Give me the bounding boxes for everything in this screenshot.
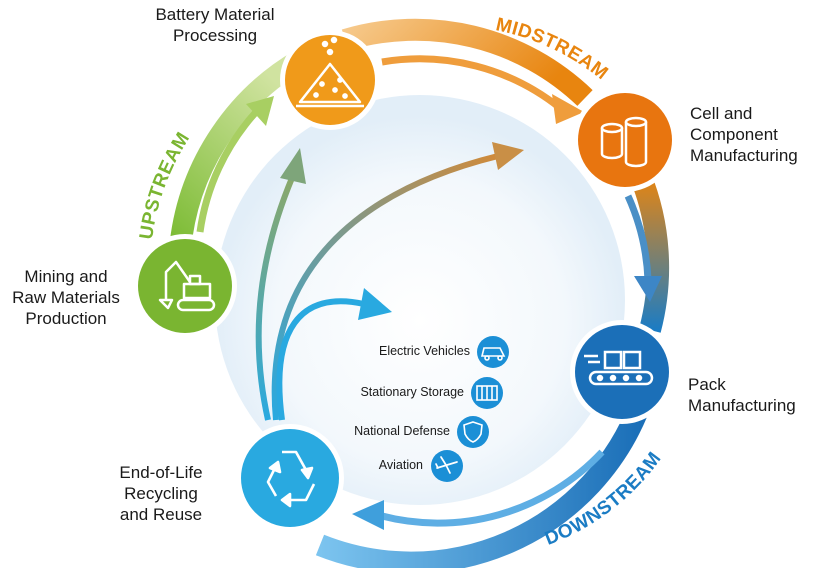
upstream-band [169, 49, 311, 261]
mid-arrow-line [381, 55, 563, 111]
shield-icon [463, 421, 483, 443]
midstream-band [341, 18, 593, 106]
up-arrowhead [246, 96, 274, 126]
recycle-arrow-processing [255, 176, 295, 421]
processing-label-line1: Battery Material [155, 5, 275, 24]
processing-node [280, 30, 380, 130]
mining-label-line2: Raw Materials [12, 288, 120, 307]
recycling-label-line3: and Reuse [119, 505, 203, 524]
app-label-aviation: Aviation [378, 458, 423, 472]
airplane-icon [435, 456, 458, 474]
cell-label-line1: Cell and [690, 104, 753, 123]
app-label-defense: National Defense [354, 424, 450, 438]
recycle-arrowhead-processing [280, 148, 306, 184]
app-icon-ev [477, 336, 509, 368]
down-arrow-line [377, 449, 605, 527]
container-icon [476, 385, 498, 401]
app-icon-defense [457, 416, 489, 448]
mining-label-line3: Production [25, 309, 107, 328]
app-label-storage: Stationary Storage [360, 385, 464, 399]
center-glow [215, 95, 625, 505]
conveyor-icon [584, 350, 654, 386]
recycling-node [236, 424, 344, 532]
pack-label-line1: Pack [688, 375, 726, 394]
cell-node [573, 88, 677, 192]
mining-label-line1: Mining and [24, 267, 108, 286]
downstream-band [315, 401, 651, 568]
down-arrowhead [352, 500, 384, 530]
pack-node [570, 320, 674, 424]
recycle-icon [266, 450, 316, 508]
pack-label: Pack Manufacturing [688, 374, 818, 416]
right-band [629, 170, 670, 333]
cell-label-line3: Manufacturing [690, 146, 798, 165]
right-arrow-line [624, 194, 652, 281]
recycle-arrow-cell [271, 153, 499, 421]
cell-label-line2: Component [690, 125, 778, 144]
cell-label: Cell and Component Manufacturing [690, 103, 820, 166]
mid-arrowhead [552, 94, 584, 124]
mining-node [133, 234, 237, 338]
recycle-arrowhead-apps [358, 288, 392, 320]
recycle-arrow-apps [276, 298, 365, 421]
excavator-icon [158, 260, 216, 312]
material-pile-icon [296, 36, 364, 108]
cells-icon [600, 116, 648, 168]
right-arrowhead [634, 276, 662, 302]
processing-label: Battery Material Processing [140, 4, 290, 46]
recycling-label: End-of-Life Recycling and Reuse [100, 462, 222, 525]
recycling-label-line2: Recycling [124, 484, 198, 503]
recycling-label-line1: End-of-Life [119, 463, 203, 482]
mining-label: Mining and Raw Materials Production [4, 266, 128, 329]
up-arrow-line [196, 109, 259, 233]
app-icon-aviation [431, 450, 463, 482]
car-icon [480, 347, 506, 361]
recycle-arrowhead-cell [492, 142, 524, 170]
app-icon-storage [471, 377, 503, 409]
processing-label-line2: Processing [172, 26, 258, 45]
pack-label-line2: Manufacturing [688, 396, 796, 415]
app-label-ev: Electric Vehicles [378, 344, 470, 358]
